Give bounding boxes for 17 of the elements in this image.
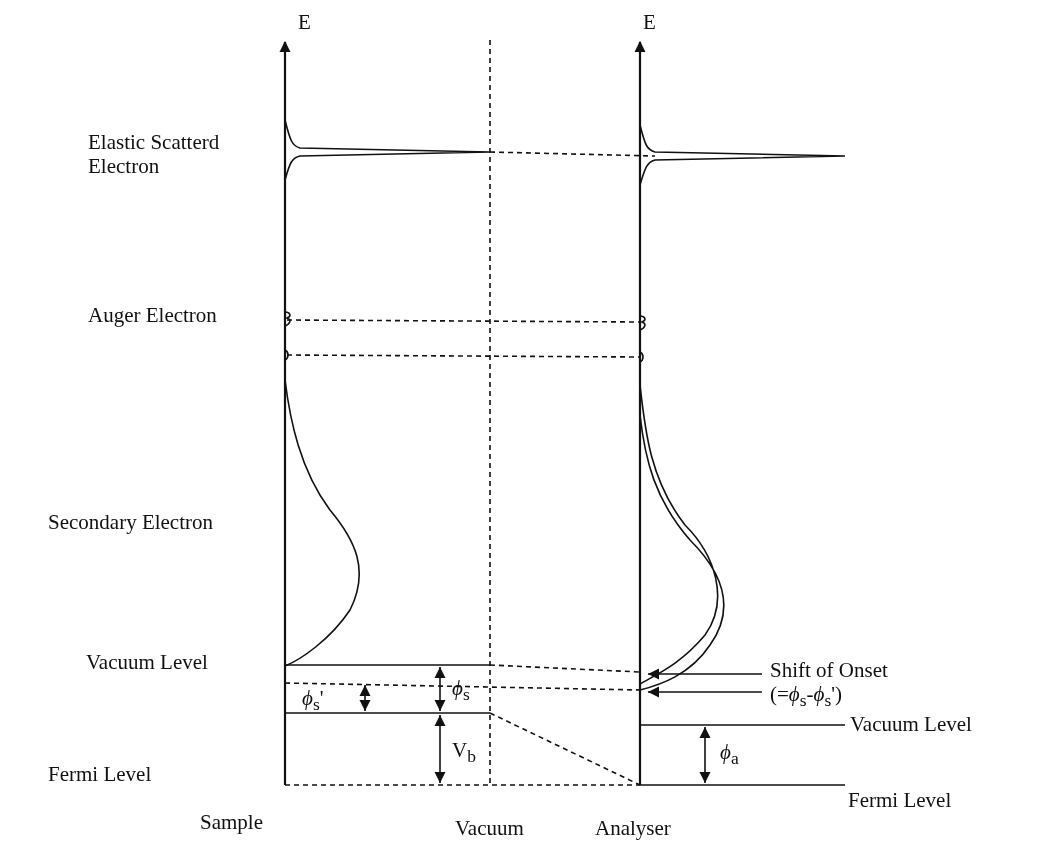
symbol-label: V$_{b}$ bbox=[452, 738, 476, 769]
level-label: Fermi Level bbox=[48, 762, 152, 786]
region-label: Vacuum bbox=[455, 816, 524, 840]
axis-label: E bbox=[298, 10, 311, 34]
axis-label: E bbox=[643, 10, 656, 34]
peak-label: Elastic Scatterd Electron bbox=[88, 130, 221, 178]
peak-label: Secondary Electron bbox=[48, 510, 214, 534]
symbol-label: ϕ$_{s}$ bbox=[452, 676, 470, 707]
peak-label: Auger Electron bbox=[88, 303, 217, 327]
region-label: Analyser bbox=[595, 816, 671, 840]
level-label: Vacuum Level bbox=[86, 650, 208, 674]
symbol-label: ϕ$_{s}$' bbox=[302, 686, 324, 717]
annotation-text: Shift of Onset (=ϕ$_{s}$-ϕ$_{s}$') bbox=[770, 658, 889, 713]
level-label: Fermi Level bbox=[848, 788, 952, 812]
symbol-label: ϕ$_{a}$ bbox=[720, 740, 739, 771]
level-label: Vacuum Level bbox=[850, 712, 972, 736]
region-label: Sample bbox=[200, 810, 263, 834]
